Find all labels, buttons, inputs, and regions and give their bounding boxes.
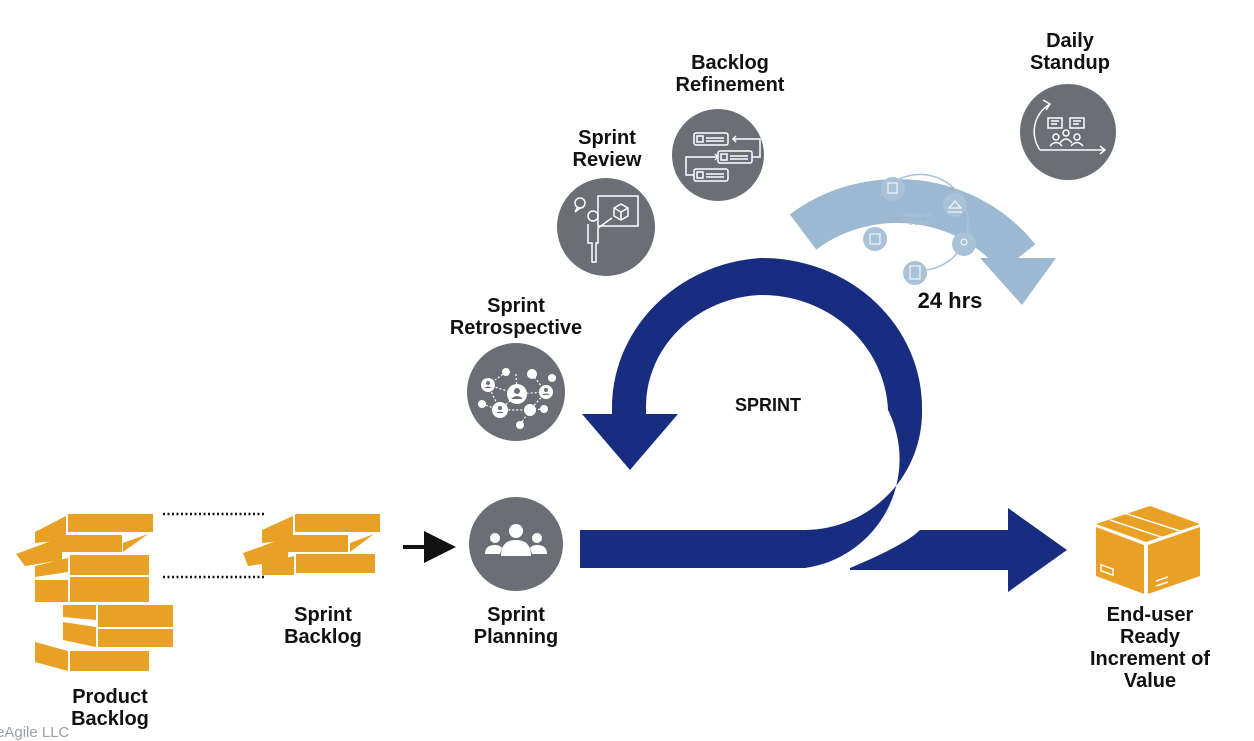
increment-box-icon: [1096, 506, 1200, 594]
sprint-backlog-label: Sprint Backlog: [258, 604, 388, 648]
label-line: Backlog: [284, 626, 362, 648]
sprint-backlog-bricks-icon: [243, 514, 380, 575]
label-line: Review: [572, 149, 642, 171]
label-line: End-user: [1106, 604, 1194, 626]
inner-cycle: [863, 173, 976, 285]
label-line: Standup: [1030, 52, 1110, 74]
backlog-refinement-icon: [672, 109, 764, 201]
sprint-review-icon: [557, 178, 655, 276]
product-backlog-label: Product Backlog: [40, 686, 180, 730]
increment-arrow: [850, 508, 1067, 592]
label-line: Sprint: [578, 127, 636, 149]
checklist-icon: [903, 261, 927, 285]
backlog-connector-lines: [163, 512, 264, 579]
label-line: Increment of: [1089, 648, 1211, 670]
increment-label: End-user Ready Increment of Value: [1070, 604, 1230, 692]
location-pin-icon: [952, 232, 976, 256]
label-line: Ready: [1119, 626, 1181, 648]
label-line: Sprint: [294, 604, 352, 626]
sprint-planning-label: Sprint Planning: [451, 604, 581, 648]
backlog-refinement-label: Backlog Refinement: [660, 52, 800, 96]
label-line: Product: [72, 686, 148, 708]
sprint-label: SPRINT: [735, 395, 801, 415]
sprint-loop-arrow: [580, 257, 923, 568]
document-hand-icon: [881, 177, 905, 201]
daily-standup-label: Daily Standup: [1010, 30, 1130, 74]
label-line: Planning: [473, 626, 559, 648]
label-line: Daily: [1046, 30, 1094, 52]
label-line: Retrospective: [449, 317, 583, 339]
inner-cycle-label: Human+AI 1-3 hrs: [903, 213, 935, 227]
house-platform-icon: [943, 193, 967, 217]
daily-standup-icon: [1020, 84, 1116, 180]
label-line: Backlog: [691, 52, 769, 74]
sprint-review-label: Sprint Review: [547, 127, 667, 171]
product-backlog-bricks-icon: [16, 514, 173, 671]
watermark: eAgile LLC: [0, 724, 70, 741]
label-line: Refinement: [675, 74, 785, 96]
daily-cycle-label: 24 hrs: [918, 288, 983, 313]
label-line: Value: [1123, 670, 1177, 692]
daily-cycle-arrow: [789, 178, 1056, 305]
ai-chip-icon: [863, 227, 887, 251]
sprint-retrospective-icon: [467, 343, 565, 441]
sprint-planning-icon: [469, 497, 563, 591]
label-line: Sprint: [487, 604, 545, 626]
label-line: Backlog: [71, 708, 149, 730]
label-line: Sprint: [487, 295, 545, 317]
sprint-retrospective-label: Sprint Retrospective: [436, 295, 596, 339]
